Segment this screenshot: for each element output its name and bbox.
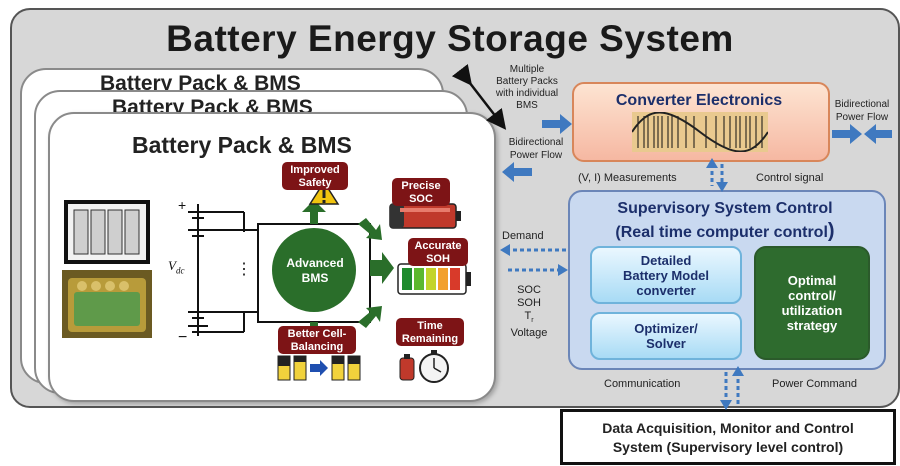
communication-label: Communication (604, 378, 681, 390)
bms-circle (272, 228, 356, 312)
optimal-line3: utilization (781, 303, 843, 318)
converter-title: Converter Electronics (615, 92, 783, 109)
bms-label-line1: Advanced (286, 256, 344, 270)
bidir-left-line2: Power Flow (509, 150, 563, 161)
vdc-label: Vdc (168, 258, 184, 276)
battery-pack-title: Battery Pack & BMS (132, 132, 352, 158)
bms-label-line2: BMS (301, 271, 329, 285)
accurate-soh-badge: Accurate SOH (408, 238, 468, 266)
multiple-packs-note: Multiple Battery Packs with individual B… (484, 64, 570, 112)
battery-model-line1: Detailed (640, 252, 692, 268)
daq-line1: Data Acquisition, Monitor and Control (602, 420, 854, 436)
stopwatch-icon (399, 350, 449, 383)
signal-t-sub: r (531, 317, 534, 325)
multiple-packs-line3: with individual (495, 88, 559, 99)
dots-vertical: ⋮ (190, 261, 206, 278)
dots-vertical-2: ⋮ (236, 261, 252, 278)
vdc-main: V (168, 258, 176, 273)
bidirectional-flow-left: Bidirectional Power Flow (498, 136, 574, 162)
battery-model-box: Detailed Battery Model converter (590, 246, 742, 304)
cell-balancing-badge: Better Cell-Balancing (278, 326, 356, 354)
multiple-packs-line4: BMS (516, 100, 538, 111)
multiple-packs-line1: Multiple (509, 64, 545, 75)
signal-voltage: Voltage (510, 327, 548, 340)
multiple-packs-line2: Battery Packs (496, 76, 558, 87)
bidirectional-flow-right: Bidirectional Power Flow (826, 98, 898, 124)
supervisory-subtitle-text: (Real time computer control (615, 224, 828, 241)
control-signal-label: Control signal (756, 172, 824, 184)
bidir-arrows-left (502, 114, 572, 182)
optimal-line1: Optimal (787, 273, 837, 288)
battery-pack-title-back-2: Battery Pack & BMS (100, 72, 301, 90)
battery-model-line2: Battery Model (623, 267, 709, 283)
supervisory-title: Supervisory System Control (617, 200, 833, 217)
cell-balancing-icon (277, 355, 361, 381)
converter-supervisory-heads (706, 158, 728, 192)
supervisory-daq-arrows (724, 372, 740, 404)
warning-icon (308, 180, 340, 205)
vdc-sub: dc (175, 265, 185, 276)
battery-model-line3: converter (636, 282, 696, 298)
signal-t-main: T (524, 310, 532, 322)
daq-line2: System (Supervisory level control) (612, 439, 844, 455)
battery-pack-drawing: + − ⋮ ⋮ (62, 180, 471, 383)
cell-string-circuit (188, 204, 258, 336)
demand-arrowheads (500, 244, 568, 276)
precise-soc-badge: Precise SOC (392, 178, 450, 206)
signal-t: Tr (502, 310, 556, 327)
plus-symbol: + (178, 197, 186, 213)
pack-signals: SOC SOH Tr Voltage (502, 284, 556, 340)
bidir-right-line1: Bidirectional (834, 99, 890, 110)
optimal-control-box: Optimal control/ utilization strategy (754, 246, 870, 360)
improved-safety-badge: Improved Safety (282, 162, 348, 190)
optimizer-line1: Optimizer/ (634, 321, 698, 336)
optimal-line2: control/ (788, 288, 836, 303)
demand-label: Demand (502, 230, 544, 242)
minus-symbol: − (178, 329, 187, 346)
supervisory-subtitle-paren: ) (827, 220, 835, 242)
bidir-arrows-right (832, 124, 892, 144)
supervisory-subtitle: (Real time computer control) (568, 220, 882, 243)
battery-pack-image (62, 270, 152, 338)
power-command-label: Power Command (772, 378, 857, 390)
bms-label: Advanced BMS (272, 256, 358, 286)
data-acquisition-box: Data Acquisition, Monitor and Control Sy… (560, 409, 896, 465)
page-title: Battery Energy Storage System (166, 18, 734, 59)
optimizer-line2: Solver (646, 336, 686, 351)
bidir-right-line2: Power Flow (835, 112, 889, 123)
signal-soh: SOH (517, 297, 541, 309)
measurements-label: (V, I) Measurements (578, 172, 677, 184)
soh-gauge-icon (397, 263, 471, 295)
bidir-left-line1: Bidirectional (508, 137, 564, 148)
optimal-line4: strategy (786, 318, 838, 333)
demand-arrows (508, 248, 566, 272)
supervisory-daq-heads (720, 366, 744, 410)
battery-module-image (64, 200, 150, 264)
battery-pack-title-back-1: Battery Pack & BMS (112, 96, 313, 114)
multiple-packs-arrow (451, 63, 507, 130)
optimizer-box: Optimizer/ Solver (590, 312, 742, 360)
signal-soc: SOC (517, 284, 541, 296)
time-remaining-badge: Time Remaining (396, 318, 464, 346)
sine-wave-icon (632, 112, 768, 152)
